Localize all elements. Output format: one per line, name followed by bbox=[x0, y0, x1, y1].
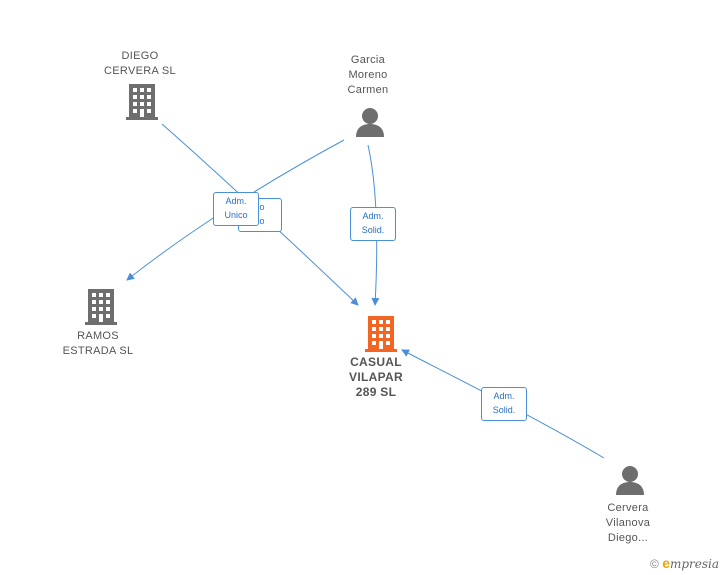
node-label: DIEGO CERVERA SL bbox=[104, 50, 176, 77]
node-label: Cervera Vilanova Diego... bbox=[605, 502, 651, 544]
node-diego-cervera[interactable]: DIEGO CERVERA SL bbox=[95, 49, 185, 79]
edge-label-adm-solid-cervera[interactable]: Adm. Solid. bbox=[481, 387, 527, 421]
person-icon bbox=[616, 466, 644, 495]
brand-name: mpresia bbox=[669, 557, 720, 571]
building-icon bbox=[126, 84, 158, 120]
node-ramos-estrada[interactable]: RAMOS ESTRADA SL bbox=[53, 329, 143, 359]
node-casual-vilapar[interactable]: CASUAL VILAPAR 289 SL bbox=[336, 355, 416, 400]
building-icon bbox=[85, 289, 117, 325]
node-label: Garcia Moreno Carmen bbox=[347, 54, 389, 96]
person-icon bbox=[356, 108, 384, 137]
brand-initial: e bbox=[662, 555, 670, 571]
node-label: RAMOS ESTRADA SL bbox=[62, 330, 134, 357]
footer-brand: © empresia bbox=[650, 555, 719, 571]
node-cervera-vilanova[interactable]: Cervera Vilanova Diego... bbox=[588, 501, 668, 546]
edge-label-adm-solid-garcia[interactable]: Adm. Solid. bbox=[350, 207, 396, 241]
building-icon bbox=[365, 316, 397, 352]
edge-label-adm-unico[interactable]: Adm. Unico bbox=[213, 192, 259, 226]
node-garcia-moreno[interactable]: Garcia Moreno Carmen bbox=[328, 53, 408, 98]
copyright-symbol: © bbox=[650, 557, 659, 571]
node-label: CASUAL VILAPAR 289 SL bbox=[349, 355, 403, 399]
